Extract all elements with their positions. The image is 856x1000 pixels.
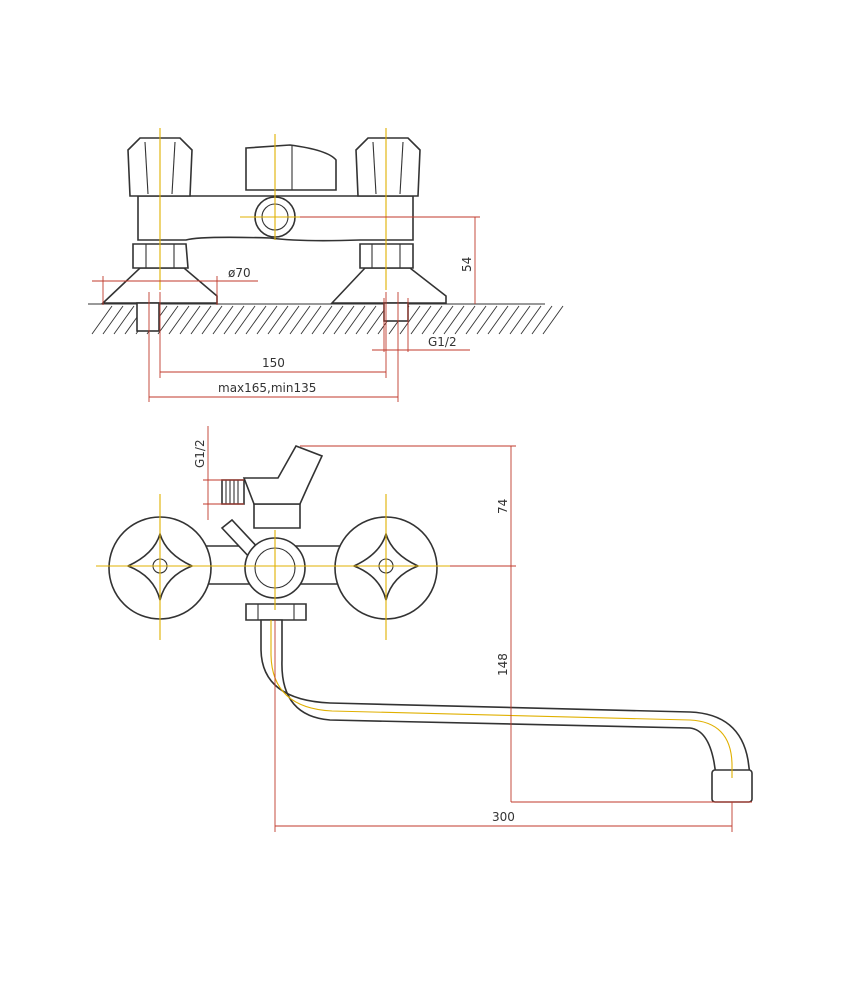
dim-diameter-label: ø70 xyxy=(228,266,251,280)
dim-spacing-label: 150 xyxy=(262,356,285,370)
hatch-line xyxy=(267,305,289,335)
right-eccentric xyxy=(383,302,409,322)
shower-outlet-fitting xyxy=(242,445,324,505)
hatch-line xyxy=(410,305,432,335)
hatch-line xyxy=(476,305,498,335)
right-wall-flange xyxy=(330,267,447,304)
hatch-line xyxy=(300,305,322,335)
hatch-line xyxy=(157,305,179,335)
spout-nut xyxy=(245,603,307,621)
top-dim-thread-label: G1/2 xyxy=(193,439,207,468)
hatch-line xyxy=(344,305,366,335)
hatch-line xyxy=(355,305,377,335)
front-view: ø70 54 G1/2 150 max165,min135 xyxy=(88,128,564,402)
right-valve-handle xyxy=(355,137,421,197)
hatch-line xyxy=(498,305,520,335)
hatch-line xyxy=(311,305,333,335)
hatch-line xyxy=(245,305,267,335)
top-dim-reach-label: 300 xyxy=(492,810,515,824)
hatch-line xyxy=(443,305,465,335)
hatch-line xyxy=(91,305,113,335)
hatch-line xyxy=(234,305,256,335)
dim-height-label: 54 xyxy=(460,257,474,272)
top-view: G1/2 74 148 300 xyxy=(96,426,753,832)
hatch-line xyxy=(509,305,531,335)
hatch-line xyxy=(520,305,542,335)
hatch-line xyxy=(212,305,234,335)
hatch-line xyxy=(333,305,355,335)
hatch-line xyxy=(421,305,443,335)
hatch-line xyxy=(432,305,454,335)
left-eccentric xyxy=(136,302,160,332)
top-dim-lower-label: 148 xyxy=(496,653,510,676)
hatch-line xyxy=(465,305,487,335)
hatch-line xyxy=(113,305,135,335)
hatch-line xyxy=(531,305,553,335)
hatch-line xyxy=(256,305,278,335)
top-dim-upper-label: 74 xyxy=(496,499,510,514)
dim-range-label: max165,min135 xyxy=(218,381,316,395)
shower-outlet-arm xyxy=(253,503,301,529)
thread-g12-fitting xyxy=(221,479,245,505)
hatch-line xyxy=(322,305,344,335)
hatch-line xyxy=(201,305,223,335)
hatch-line xyxy=(190,305,212,335)
hatch-line xyxy=(179,305,201,335)
dim-thread-label: G1/2 xyxy=(428,335,457,349)
hatch-line xyxy=(278,305,300,335)
hatch-line xyxy=(399,305,421,335)
hatch-line xyxy=(102,305,124,335)
hatch-line xyxy=(487,305,509,335)
hatch-line xyxy=(542,305,564,335)
hatch-line xyxy=(289,305,311,335)
hatch-line xyxy=(454,305,476,335)
diverter-lever xyxy=(245,144,337,191)
hatch-line xyxy=(168,305,190,335)
hatch-line xyxy=(223,305,245,335)
spout-pipe xyxy=(260,619,751,776)
